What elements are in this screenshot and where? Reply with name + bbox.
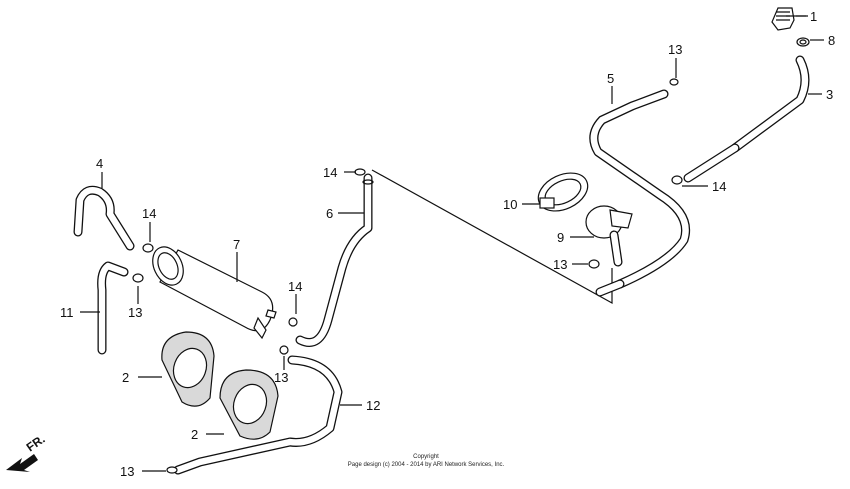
callout-1: 1 xyxy=(810,9,817,24)
callout-10: 10 xyxy=(503,197,517,212)
callout-3: 3 xyxy=(826,87,833,102)
callout-13-left: 13 xyxy=(128,305,142,320)
callout-13-top: 13 xyxy=(668,42,682,57)
front-label: FR. xyxy=(24,432,48,455)
callout-2-lower: 2 xyxy=(191,427,198,442)
callout-11: 11 xyxy=(60,305,74,320)
part-2-filter-bracket-upper xyxy=(161,331,215,407)
copyright-line-2: Page design (c) 2004 - 2014 by ARI Netwo… xyxy=(348,462,505,468)
copyright-line-1: Copyright xyxy=(413,454,439,460)
copyright-notice: Copyright Page design (c) 2004 - 2014 by… xyxy=(348,454,505,468)
part-11-hose xyxy=(97,261,129,355)
front-direction-indicator: FR. xyxy=(6,432,48,472)
callout-9: 9 xyxy=(557,230,564,245)
callout-14-center: 14 xyxy=(323,165,337,180)
callout-14-filter: 14 xyxy=(288,279,302,294)
part-9-fuel-cock xyxy=(585,205,633,267)
part-10-clamp-band xyxy=(537,172,589,212)
front-arrow-icon xyxy=(6,454,38,472)
hose-clips xyxy=(132,78,683,474)
callout-13-mid: 13 xyxy=(553,257,567,272)
callout-7: 7 xyxy=(233,237,240,252)
callout-12: 12 xyxy=(366,398,380,413)
callout-13-filter: 13 xyxy=(274,370,288,385)
callout-5: 5 xyxy=(607,71,614,86)
callout-6: 6 xyxy=(326,206,333,221)
callout-14-left: 14 xyxy=(142,206,156,221)
callout-2-upper: 2 xyxy=(122,370,129,385)
assembly-reference-lines xyxy=(371,169,613,305)
part-2-filter-bracket-lower xyxy=(219,369,279,440)
callout-13-bottom: 13 xyxy=(120,464,134,479)
part-6-fuel-hose xyxy=(295,173,374,347)
part-5-vent-tube xyxy=(589,89,690,297)
part-3-fuel-tube xyxy=(683,55,810,183)
callout-14-right: 14 xyxy=(712,179,726,194)
part-1-elbow-fitting xyxy=(771,7,808,31)
callout-8: 8 xyxy=(828,33,835,48)
part-8-o-ring xyxy=(796,37,810,47)
part-12-long-hose xyxy=(173,355,343,475)
callout-leaders xyxy=(80,15,824,472)
callout-labels: 1 8 3 5 13 14 10 9 13 14 6 4 14 7 11 13 … xyxy=(60,9,835,479)
callout-4: 4 xyxy=(96,156,103,171)
part-4-bent-hose xyxy=(73,185,135,251)
part-7-fuel-filter xyxy=(152,246,277,340)
